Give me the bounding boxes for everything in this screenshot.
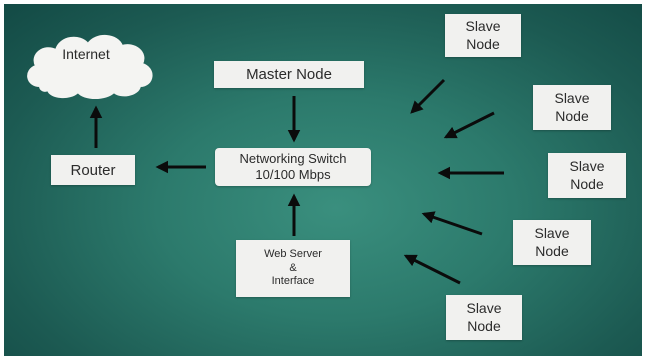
web-server-interface: Web Server & Interface: [236, 240, 350, 297]
arrow-slave-2: [443, 111, 495, 139]
slave-node-2: Slave Node: [533, 85, 611, 130]
slave-node-2-line2: Node: [555, 107, 589, 124]
arrow-slave-5: [403, 254, 461, 285]
web-server-label-line2: &: [289, 261, 297, 274]
switch-label-line2: 10/100 Mbps: [255, 167, 331, 182]
slave-node-5: Slave Node: [446, 295, 522, 340]
arrow-slave-4: [421, 211, 483, 236]
router-label: Router: [70, 161, 116, 179]
slave-node-4-line2: Node: [535, 242, 569, 259]
slave-node-1: Slave Node: [445, 14, 521, 57]
router-node: Router: [51, 155, 135, 185]
networking-switch: Networking Switch 10/100 Mbps: [215, 148, 371, 186]
slave-node-2-line1: Slave: [554, 90, 590, 107]
slave-node-5-line2: Node: [467, 317, 501, 334]
slave-node-3-line2: Node: [570, 175, 604, 192]
internet-cloud: [27, 35, 153, 99]
internet-label: Internet: [62, 46, 110, 62]
master-node-label: Master Node: [246, 66, 332, 83]
slave-node-3-line1: Slave: [569, 158, 605, 175]
slave-node-4-line1: Slave: [534, 225, 570, 242]
slave-node-5-line1: Slave: [466, 300, 502, 317]
slave-node-1-line1: Slave: [465, 18, 501, 35]
switch-label-line1: Networking Switch: [239, 151, 347, 167]
web-server-label-line3: Interface: [271, 275, 315, 288]
slave-node-3: Slave Node: [548, 153, 626, 198]
slave-node-1-line2: Node: [466, 35, 500, 52]
master-node: Master Node: [214, 61, 364, 88]
slave-node-4: Slave Node: [513, 220, 591, 265]
arrow-slave-1: [410, 78, 446, 114]
web-server-label-line1: Web Server: [264, 248, 322, 261]
